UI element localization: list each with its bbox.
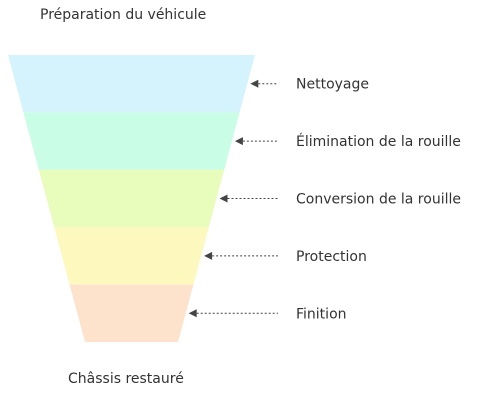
diagram-result: Châssis restauré xyxy=(68,371,184,387)
connectors xyxy=(188,79,278,318)
connector-arrow-5 xyxy=(188,309,197,318)
funnel-stage-3 xyxy=(38,169,225,228)
funnel-stage-2 xyxy=(23,112,240,170)
connector-arrow-3 xyxy=(219,194,228,203)
funnel-segments xyxy=(8,55,255,342)
funnel-stage-4 xyxy=(54,227,209,285)
diagram-title: Préparation du véhicule xyxy=(40,7,207,23)
stage-label-1: Nettoyage xyxy=(296,77,369,93)
stage-label-2: Élimination de la rouille xyxy=(296,133,461,150)
connector-arrow-4 xyxy=(204,251,213,260)
stage-label-4: Protection xyxy=(296,249,367,265)
connector-arrow-1 xyxy=(250,79,259,88)
stage-label-5: Finition xyxy=(296,306,347,322)
funnel-stage-1 xyxy=(8,55,255,113)
connector-arrow-2 xyxy=(234,137,243,146)
funnel-stage-5 xyxy=(69,284,194,342)
stage-label-3: Conversion de la rouille xyxy=(296,192,461,208)
